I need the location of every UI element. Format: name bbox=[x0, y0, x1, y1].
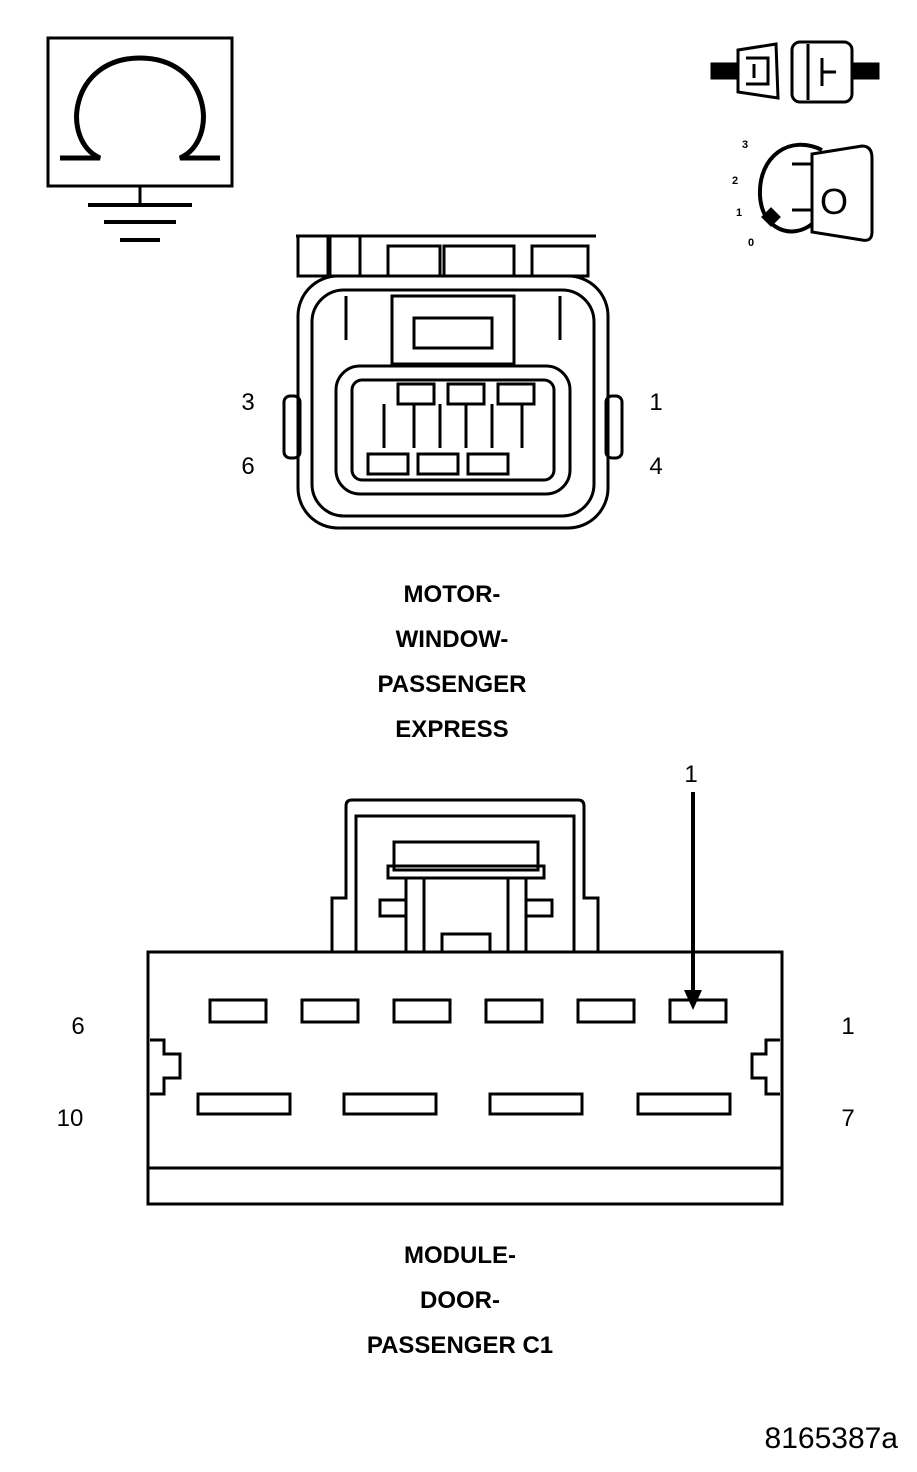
connector-name-line: PASSENGER bbox=[378, 671, 527, 698]
connector-disconnected-icon bbox=[710, 40, 880, 104]
pin-label-1: 1 bbox=[649, 389, 662, 416]
ignition-key-off-icon: 3 2 1 0 O bbox=[732, 139, 874, 249]
ignition-position-2: 2 bbox=[732, 175, 738, 187]
connector-name-line: WINDOW- bbox=[396, 626, 509, 653]
ignition-position-1: 1 bbox=[736, 207, 742, 219]
pin-label-1: 1 bbox=[841, 1013, 854, 1040]
connector-name-line: PASSENGER C1 bbox=[367, 1332, 553, 1359]
pointer-label: 1 bbox=[684, 761, 697, 788]
pin-label-7: 7 bbox=[841, 1105, 854, 1132]
connector-name-line: DOOR- bbox=[420, 1287, 500, 1314]
door-module-connector-name: MODULE- DOOR- PASSENGER C1 bbox=[367, 1242, 553, 1359]
pin-label-10: 10 bbox=[57, 1105, 84, 1132]
pin-label-4: 4 bbox=[649, 453, 662, 480]
connector-name-line: MOTOR- bbox=[404, 581, 501, 608]
figure-id: 8165387a bbox=[765, 1422, 899, 1455]
ohmmeter-ground-icon bbox=[46, 36, 234, 242]
pin-pointer-arrow bbox=[684, 792, 702, 1010]
pin-label-6: 6 bbox=[241, 453, 254, 480]
door-module-connector bbox=[146, 798, 784, 1206]
ignition-position-0: 0 bbox=[748, 237, 754, 249]
pin-label-6: 6 bbox=[71, 1013, 84, 1040]
ignition-key-off-symbol: O bbox=[820, 181, 848, 222]
ignition-position-3: 3 bbox=[742, 139, 748, 151]
pin-label-3: 3 bbox=[241, 389, 254, 416]
motor-window-connector-name: MOTOR- WINDOW- PASSENGER EXPRESS bbox=[378, 581, 527, 743]
connector-name-line: EXPRESS bbox=[395, 716, 508, 743]
connector-name-line: MODULE- bbox=[404, 1242, 516, 1269]
motor-window-connector bbox=[282, 234, 624, 530]
